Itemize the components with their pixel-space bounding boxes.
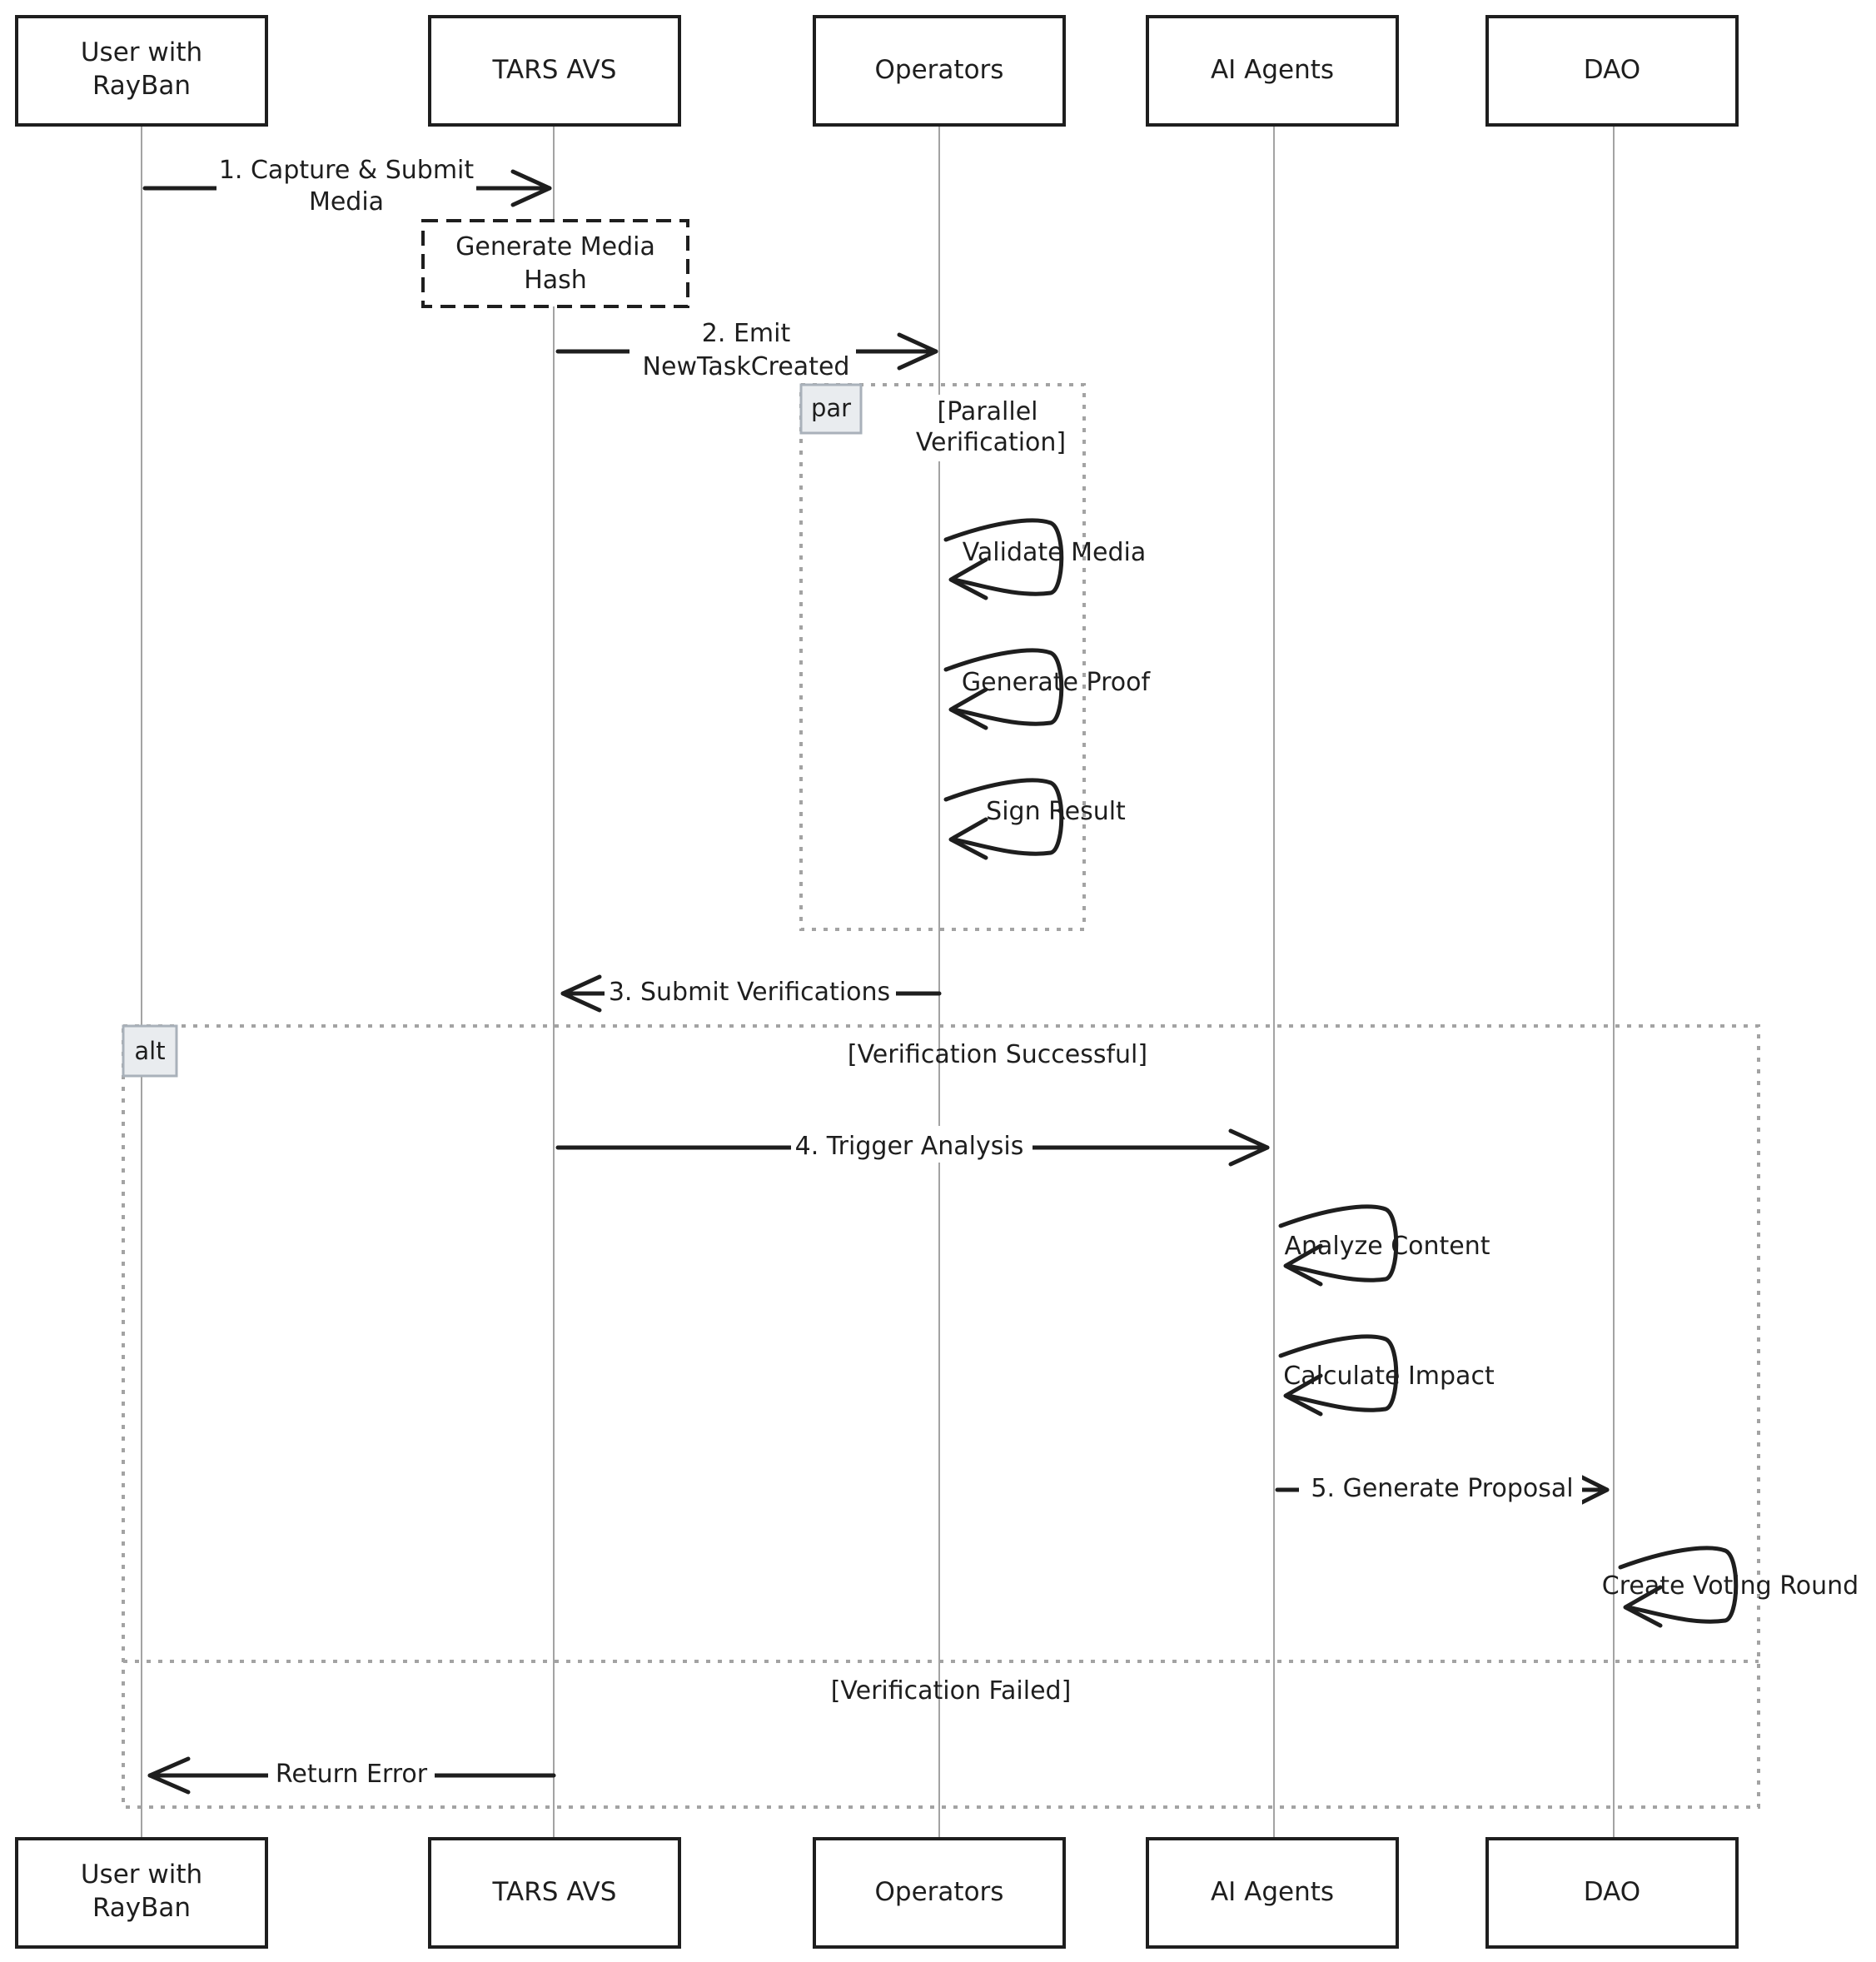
message-generate-proposal: 5. Generate Proposal xyxy=(1275,1471,1610,1507)
actor-bottom-agents-label: AI Agents xyxy=(1211,1877,1334,1907)
validate-media-label: Validate Media xyxy=(963,538,1147,567)
analyze-content-label: Analyze Content xyxy=(1284,1232,1490,1261)
actor-top-operators-label: Operators xyxy=(875,55,1004,85)
par-frame: par [Parallel Verification] xyxy=(799,383,1086,931)
note-generate-media-hash: Generate Media Hash xyxy=(421,219,689,308)
actor-top-tars-label: TARS AVS xyxy=(492,55,617,85)
actor-bottom-dao: DAO xyxy=(1485,1837,1739,1949)
actor-bottom-tars: TARS AVS xyxy=(428,1837,681,1949)
alt-guard-failed: [Verification Failed] xyxy=(831,1676,1072,1706)
note-line-2: Hash xyxy=(524,266,587,295)
self-message-create-voting-round: Create Voting Round xyxy=(1602,1546,1859,1628)
par-guard-line-2: Verification] xyxy=(916,428,1066,457)
return-error-label: Return Error xyxy=(276,1760,428,1789)
self-message-analyze-content: Analyze Content xyxy=(1278,1204,1490,1287)
actor-bottom-dao-label: DAO xyxy=(1584,1877,1640,1907)
actor-top-user-line-1: User with xyxy=(81,37,202,67)
message-2-line-2: NewTaskCreated xyxy=(643,352,850,381)
par-guard-line-1: [Parallel xyxy=(937,397,1038,426)
actor-bottom-user-line-2: RayBan xyxy=(92,1893,191,1923)
actor-top-agents: AI Agents xyxy=(1146,15,1399,127)
actor-bottom-operators-label: Operators xyxy=(875,1877,1004,1907)
message-1-line-1: 1. Capture & Submit xyxy=(219,156,475,185)
alt-guard-success: [Verification Successful] xyxy=(848,1040,1147,1069)
self-message-calculate-impact: Calculate Impact xyxy=(1278,1334,1495,1417)
message-1-line-2: Media xyxy=(309,187,384,217)
actor-bottom-user-line-1: User with xyxy=(81,1860,202,1890)
par-tag xyxy=(799,383,863,435)
self-message-sign-result: Sign Result xyxy=(943,778,1126,860)
sign-result-label: Sign Result xyxy=(986,797,1126,826)
actor-bottom-tars-label: TARS AVS xyxy=(492,1877,617,1907)
alt-tag-label: alt xyxy=(134,1037,165,1065)
message-trigger-analysis: 4. Trigger Analysis xyxy=(555,1126,1270,1167)
alt-frame: alt [Verification Successful] [Verificat… xyxy=(122,1024,1760,1809)
actor-top-user-line-2: RayBan xyxy=(92,71,191,101)
actor-top-dao: DAO xyxy=(1485,15,1739,127)
actor-top-user: User with RayBan xyxy=(15,15,268,127)
note-line-1: Generate Media xyxy=(455,232,655,261)
actor-bottom-user: User with RayBan xyxy=(15,1837,268,1949)
message-3-label: 3. Submit Verifications xyxy=(609,978,890,1007)
message-emit-new-task: 2. Emit NewTaskCreated xyxy=(555,315,938,383)
message-5-label: 5. Generate Proposal xyxy=(1311,1474,1573,1503)
message-return-error: Return Error xyxy=(147,1755,556,1795)
message-submit-verifications: 3. Submit Verifications xyxy=(560,973,942,1013)
actor-top-operators: Operators xyxy=(813,15,1066,127)
message-4-label: 4. Trigger Analysis xyxy=(795,1132,1024,1161)
create-voting-round-label: Create Voting Round xyxy=(1602,1571,1859,1601)
par-tag-label: par xyxy=(811,394,851,422)
actor-top-agents-label: AI Agents xyxy=(1211,55,1334,85)
generate-proof-label: Generate Proof xyxy=(962,668,1152,697)
self-message-validate-media: Validate Media xyxy=(943,518,1147,600)
actor-top-tars: TARS AVS xyxy=(428,15,681,127)
message-capture-submit: 1. Capture & Submit Media xyxy=(142,152,552,218)
alt-tag xyxy=(122,1024,178,1078)
calculate-impact-label: Calculate Impact xyxy=(1283,1362,1495,1391)
actor-bottom-agents: AI Agents xyxy=(1146,1837,1399,1949)
actor-top-dao-label: DAO xyxy=(1584,55,1640,85)
self-message-generate-proof: Generate Proof xyxy=(943,648,1152,730)
actor-bottom-operators: Operators xyxy=(813,1837,1066,1949)
message-2-line-1: 2. Emit xyxy=(702,319,791,348)
